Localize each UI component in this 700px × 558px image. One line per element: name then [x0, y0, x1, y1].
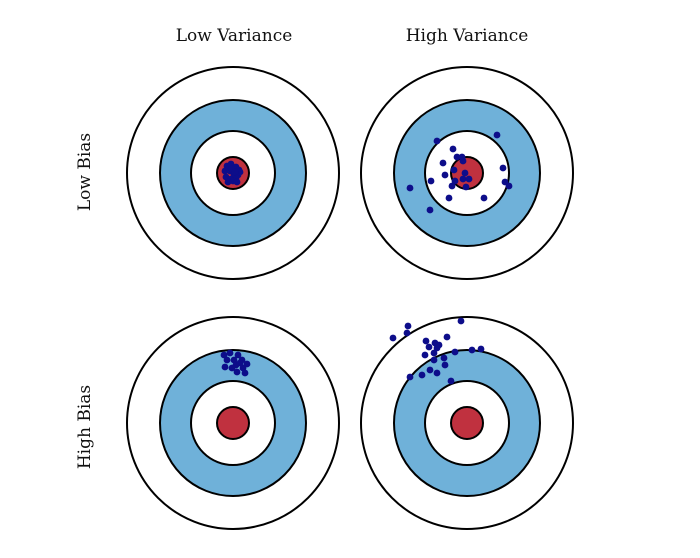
sample-dot [233, 178, 241, 186]
sample-dot [427, 177, 435, 185]
sample-dot [426, 366, 434, 374]
sample-dot [462, 183, 470, 191]
sample-dot [418, 371, 426, 379]
sample-dot [220, 351, 228, 359]
sample-dot [447, 377, 455, 385]
target-high-bias-high-variance [360, 316, 574, 530]
sample-dot [234, 351, 242, 359]
sample-dot [451, 348, 459, 356]
bullseye [216, 406, 250, 440]
sample-dot [459, 175, 467, 183]
sample-dot [441, 361, 449, 369]
sample-dot [480, 194, 488, 202]
sample-dot [445, 194, 453, 202]
sample-dot [223, 356, 231, 364]
target-high-bias-low-variance [126, 316, 340, 530]
sample-dot [505, 182, 513, 190]
sample-dot [421, 351, 429, 359]
column-label-high-variance: High Variance [405, 26, 529, 46]
sample-dot [468, 346, 476, 354]
sample-dot [231, 168, 239, 176]
sample-dot [439, 159, 447, 167]
sample-dot [443, 333, 451, 341]
sample-dot [435, 341, 443, 349]
sample-dot [404, 322, 412, 330]
target-low-bias-low-variance [126, 66, 340, 280]
sample-dot [403, 329, 411, 337]
sample-dot [224, 178, 232, 186]
sample-dot [425, 343, 433, 351]
sample-dot [449, 145, 457, 153]
sample-dot [233, 368, 241, 376]
sample-dot [241, 369, 249, 377]
sample-dot [236, 359, 244, 367]
sample-dot [457, 317, 465, 325]
sample-dot [477, 345, 485, 353]
sample-dot [221, 363, 229, 371]
sample-dot [451, 177, 459, 185]
sample-dot [406, 184, 414, 192]
bullseye [450, 406, 484, 440]
sample-dot [440, 354, 448, 362]
row-label-high-bias: High Bias [75, 384, 95, 470]
sample-dot [499, 164, 507, 172]
sample-dot [450, 166, 458, 174]
column-label-low-variance: Low Variance [175, 26, 293, 46]
sample-dot [453, 153, 461, 161]
sample-dot [228, 364, 236, 372]
sample-dot [441, 171, 449, 179]
sample-dot [406, 373, 414, 381]
sample-dot [461, 169, 469, 177]
target-low-bias-high-variance [360, 66, 574, 280]
sample-dot [433, 137, 441, 145]
sample-dot [448, 182, 456, 190]
sample-dot [430, 349, 438, 357]
sample-dot [430, 356, 438, 364]
sample-dot [465, 175, 473, 183]
sample-dot [221, 167, 229, 175]
sample-dot [389, 334, 397, 342]
sample-dot [458, 153, 466, 161]
sample-dot [236, 168, 244, 176]
sample-dot [433, 369, 441, 377]
row-label-low-bias: Low Bias [75, 132, 95, 212]
sample-dot [493, 131, 501, 139]
sample-dot [422, 337, 430, 345]
sample-dot [226, 349, 234, 357]
sample-dot [426, 206, 434, 214]
